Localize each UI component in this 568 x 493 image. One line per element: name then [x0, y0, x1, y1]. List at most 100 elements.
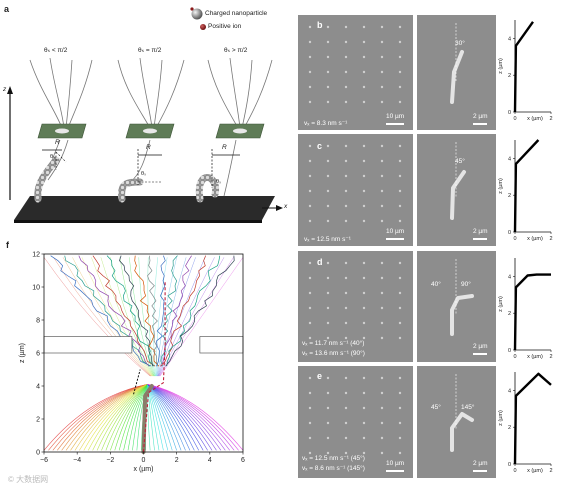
field-line	[145, 384, 148, 451]
field-line	[114, 384, 148, 451]
scale-zoom-e: 2 µm	[473, 460, 488, 467]
scale-overview-c: 10 µm	[386, 228, 405, 235]
chart-e-xlabel: x (µm)	[527, 468, 543, 474]
field-line	[147, 384, 213, 451]
chart-f-ytick-label: 10	[32, 285, 40, 292]
speed-label-d-1: vₓ = 11.7 nm s⁻¹ (40°)	[302, 340, 365, 347]
chart-e-xtick-label: 2	[549, 468, 552, 474]
legend-ion-label: Positive ion	[208, 23, 242, 30]
angle-d-1: 40°	[431, 281, 441, 288]
chart-d-xtick-label: 2	[549, 354, 552, 360]
field-line-upper	[158, 257, 225, 377]
setup-2	[117, 57, 185, 203]
field-line-upper	[159, 257, 244, 377]
field-line-upper	[157, 257, 196, 377]
field-line	[110, 384, 148, 451]
chart-f-xtick-label: −2	[106, 457, 114, 464]
field-line	[140, 384, 148, 451]
field-line	[147, 384, 182, 451]
chart-b-xlabel: x (µm)	[527, 116, 543, 122]
panel-e-label: e	[317, 371, 323, 381]
chart-e-ylabel: z (µm)	[498, 410, 504, 426]
field-line	[118, 384, 148, 451]
chart-b-ytick-label: 0	[508, 110, 511, 116]
chart-f-xtick-label: 4	[208, 457, 212, 464]
scale-zoom-b: 2 µm	[473, 113, 488, 120]
field-line	[147, 384, 239, 451]
theta-label-2: θₛ	[141, 171, 147, 177]
chart-b-ytick-label: 2	[508, 73, 511, 79]
field-line	[147, 384, 230, 451]
field-line	[147, 384, 244, 451]
particle-trajectory	[134, 255, 160, 367]
field-line	[83, 384, 148, 451]
chart-c-xlabel: x (µm)	[527, 236, 543, 242]
field-line	[61, 384, 148, 451]
chart-f-guide	[133, 369, 141, 395]
condition-3-label: θₛ > π/2	[224, 47, 248, 54]
field-line-upper	[156, 257, 187, 377]
field-line-upper	[62, 257, 152, 377]
chart-b-trajectory	[513, 21, 534, 113]
chart-e-trajectory	[513, 372, 552, 465]
angle-e-2: 145°	[461, 404, 475, 411]
panel-c-label: c	[317, 141, 323, 151]
field-line	[70, 384, 148, 451]
scale-overview-e: 10 µm	[386, 460, 405, 467]
chart-f-ytick-label: 0	[36, 450, 40, 457]
watermark: © 大数据网	[8, 475, 49, 484]
panel-a-label: a	[4, 4, 10, 14]
field-line	[48, 384, 148, 451]
nanoparticle-legend-icon	[190, 7, 203, 20]
pillar-shape	[141, 384, 154, 454]
field-line-upper	[81, 257, 153, 377]
angle-e-1: 45°	[431, 404, 441, 411]
chart-d-ytick-label: 0	[508, 348, 511, 354]
particle-trajectory	[160, 255, 178, 367]
chart-f-frame	[43, 253, 244, 453]
particle-trajectory	[119, 255, 154, 367]
speed-label-b: vₓ = 8.3 nm s⁻¹	[304, 120, 348, 127]
chart-f-xlabel: x (µm)	[134, 466, 154, 473]
chart-d-trajectory	[513, 273, 551, 351]
particle-trajectory	[92, 255, 156, 367]
chart-f-ytick-label: 12	[32, 252, 40, 259]
chart-f-xtick-label: 6	[241, 457, 245, 464]
setup-3	[195, 57, 273, 203]
particle-trajectory	[165, 255, 235, 367]
field-line	[147, 384, 151, 451]
chart-f-ytick-label: 4	[36, 384, 40, 391]
field-line	[147, 384, 164, 451]
chart-d-xtick-label: 0	[513, 354, 516, 360]
theta-label-1: θₛ	[50, 154, 56, 160]
field-line	[74, 384, 148, 451]
chart-e-ytick-label: 0	[508, 462, 511, 468]
chart-c-ylabel: z (µm)	[498, 178, 504, 194]
particle-trajectory	[160, 255, 207, 367]
field-line	[105, 384, 148, 451]
sem-overview-e: vₓ = 12.5 nm s⁻¹ (45°) vₓ = 8.6 nm s⁻¹ (…	[298, 366, 413, 478]
mask-plate-right	[199, 336, 244, 354]
particle-trajectory	[147, 255, 159, 367]
sem-zoom-b: 30° 2 µm	[417, 15, 496, 130]
particle-trajectory	[161, 255, 192, 367]
scale-zoom-c: 2 µm	[473, 228, 488, 235]
chart-d-xlabel: x (µm)	[527, 354, 543, 360]
angle-b-1: 30°	[455, 40, 465, 47]
chart-b-ytick-label: 4	[508, 36, 511, 42]
r-label-3: R	[222, 144, 227, 151]
field-line-upper	[129, 257, 155, 377]
axis-x-label: x	[284, 203, 288, 210]
field-line	[147, 384, 160, 451]
particle-trajectory	[156, 255, 166, 367]
chart-f-xtick-label: 2	[175, 457, 179, 464]
sem-zoom-d: 40° 90° 2 µm	[417, 251, 496, 362]
field-line	[52, 384, 148, 451]
speed-label-e-1: vₓ = 12.5 nm s⁻¹ (45°)	[302, 455, 365, 462]
field-line	[147, 384, 186, 451]
particle-trajectory	[78, 255, 150, 367]
chart-c-xtick-label: 0	[513, 236, 516, 242]
field-line	[136, 384, 148, 451]
sem-overview-b: vₓ = 8.3 nm s⁻¹ 10 µm	[298, 15, 413, 130]
mask-plate-left	[43, 336, 133, 354]
